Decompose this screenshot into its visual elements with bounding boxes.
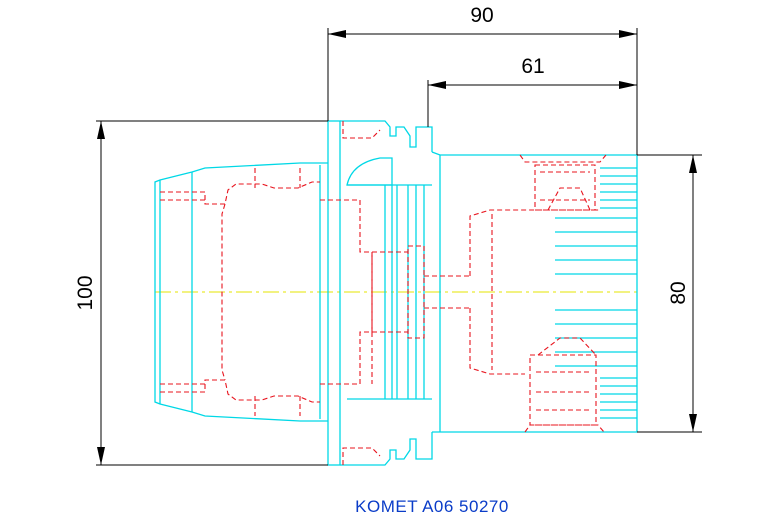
dimension-flange-diameter [97,121,105,465]
dimension-overall-length [328,30,637,38]
dimension-lines: 90 61 100 80 [74,4,702,466]
body-outline [431,151,638,433]
dimension-label-body-diameter: 80 [667,281,690,304]
part-caption: KOMET A06 50270 [355,497,509,516]
dimension-flange-to-end [428,81,637,89]
shank-outline [154,162,328,422]
dimension-label-flange-diameter: 100 [74,275,97,310]
part-outline [154,120,638,466]
serration-lines [555,167,637,419]
flange-outline [327,120,341,466]
dimension-label-overall-length: 90 [470,4,493,27]
dimension-label-flange-to-end: 61 [521,55,544,78]
dimension-body-diameter [689,155,697,432]
hidden-lines [160,121,607,465]
